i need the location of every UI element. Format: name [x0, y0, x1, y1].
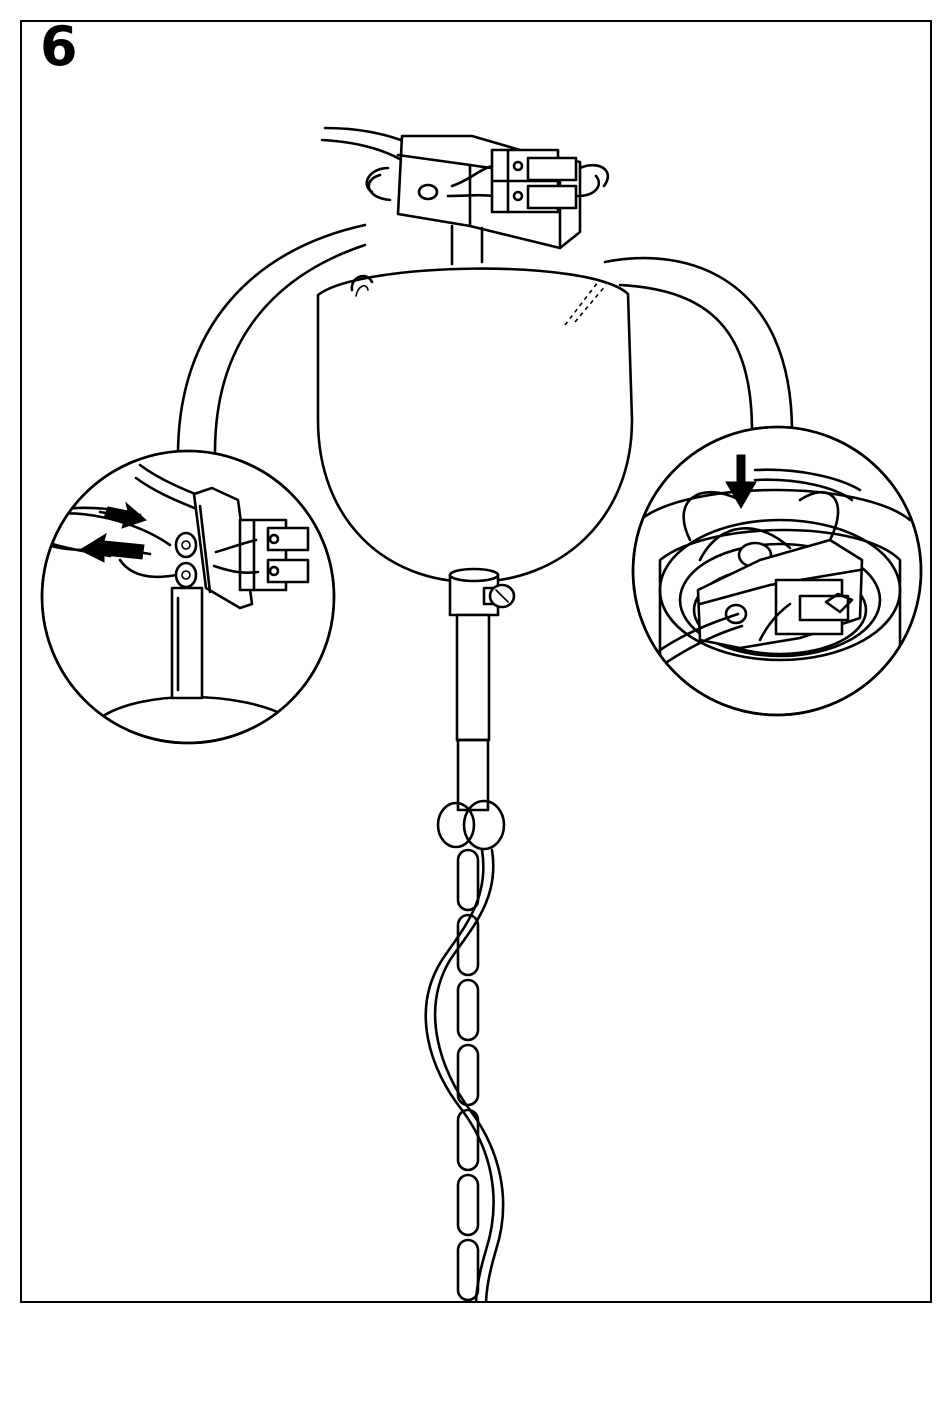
lamp-chain: [426, 801, 504, 1305]
callout-connector-right: [605, 258, 792, 432]
lamp-rod: [450, 569, 514, 810]
canopy-stem: [452, 226, 482, 264]
detail-circle-left: [32, 451, 334, 743]
canopy-dome: [318, 269, 632, 582]
